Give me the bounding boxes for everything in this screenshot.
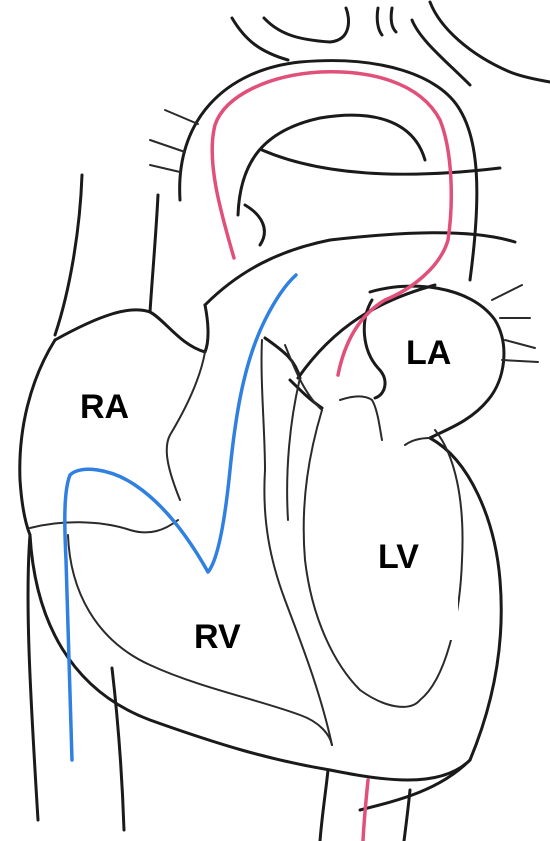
red-catheter-line-lower [363, 780, 368, 841]
label-ra-group: RA [68, 372, 150, 430]
label-rv: RV [194, 618, 241, 656]
label-lv: LV [378, 538, 419, 576]
label-ra: RA [80, 388, 129, 426]
label-rv-group: RV [182, 602, 274, 664]
label-lv-group: LV [370, 525, 458, 640]
label-la-group: LA [392, 318, 474, 380]
vena-cava-outline [28, 175, 158, 830]
label-la: LA [406, 334, 451, 372]
